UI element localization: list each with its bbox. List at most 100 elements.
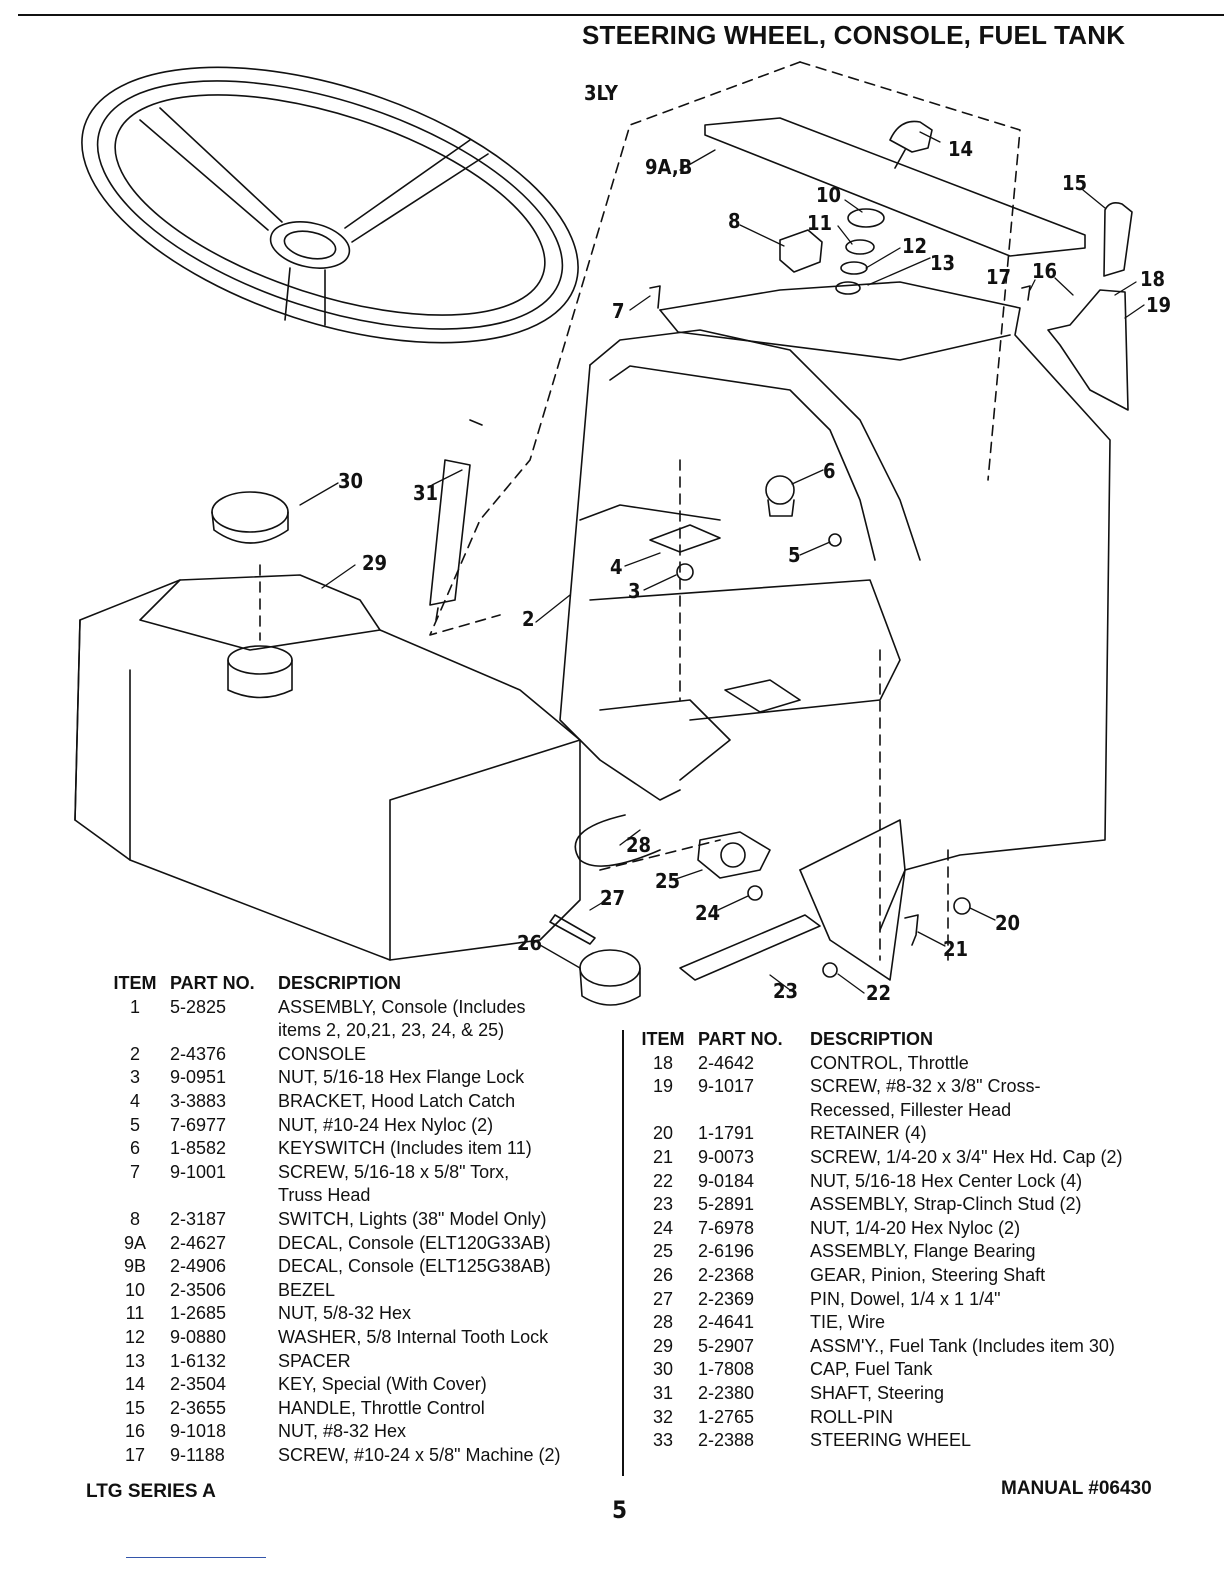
cell-description: SCREW, #8-32 x 3/8" Cross- <box>810 1076 1041 1097</box>
cell-description: SPACER <box>278 1350 351 1371</box>
cell-item: 9B <box>123 1256 147 1277</box>
cell-part-no: 7-6978 <box>698 1217 755 1238</box>
callout-9ab: 9A,B <box>645 155 692 179</box>
decal-drawing <box>704 117 1086 257</box>
callout-28: 28 <box>626 833 651 857</box>
cell-description: BRACKET, Hood Latch Catch <box>278 1090 516 1111</box>
table-row: items 2, 20,21, 23, 24, & 25) <box>100 1019 561 1043</box>
cell-item: 4 <box>129 1090 140 1111</box>
table-row: Recessed, Fillester Head <box>628 1099 1123 1123</box>
cell-description: ASSEMBLY, Console (Includes <box>278 996 526 1017</box>
cell-item: 1 <box>129 996 140 1017</box>
cell-part-no: 2-4642 <box>698 1052 755 1073</box>
page-title: STEERING WHEEL, CONSOLE, FUEL TANK <box>582 20 1126 50</box>
cell-description: Recessed, Fillester Head <box>810 1099 1012 1120</box>
parts-table-header: ITEM PART NO. DESCRIPTION <box>100 972 561 996</box>
callout-10: 10 <box>816 183 841 207</box>
leader-lines <box>299 131 1145 994</box>
callout-27: 27 <box>600 886 625 910</box>
cell-description: NUT, 5/8-32 Hex <box>278 1303 412 1324</box>
cell-part-no: 5-2907 <box>698 1335 755 1356</box>
cell-part-no: 2-3655 <box>170 1397 227 1418</box>
manual-number: MANUAL #06430 <box>1001 1478 1152 1499</box>
callout-2: 2 <box>522 607 535 631</box>
cell-description: BEZEL <box>278 1279 336 1300</box>
table-row: Truss Head <box>100 1184 561 1208</box>
cell-item: 22 <box>652 1170 674 1191</box>
cell-item <box>100 1019 170 1043</box>
table-row: 4 3-3883 BRACKET, Hood Latch Catch <box>100 1090 561 1114</box>
cell-part-no: 3-3883 <box>170 1090 227 1111</box>
page-number: 5 <box>612 1496 628 1524</box>
callout-17: 17 <box>986 265 1011 289</box>
cell-part-no <box>170 1184 278 1208</box>
column-separator <box>622 1030 624 1476</box>
cell-description: SCREW, 1/4-20 x 3/4" Hex Hd. Cap (2) <box>810 1146 1123 1167</box>
callout-5: 5 <box>788 543 801 567</box>
cell-item: 8 <box>129 1208 140 1229</box>
cell-part-no <box>698 1099 810 1123</box>
callout-24: 24 <box>695 901 720 925</box>
cell-item: 3 <box>129 1067 140 1088</box>
cell-part-no: 2-2368 <box>698 1264 755 1285</box>
cell-part-no: 9-0880 <box>170 1326 227 1347</box>
cell-item: 29 <box>652 1335 674 1356</box>
cell-part-no: 9-1188 <box>170 1444 225 1465</box>
callout-8: 8 <box>728 209 741 233</box>
header-part-no: PART NO. <box>698 1029 783 1049</box>
cell-part-no: 1-1791 <box>698 1123 755 1144</box>
cell-description: NUT, #8-32 Hex <box>278 1421 407 1442</box>
cell-item <box>100 1184 170 1208</box>
cell-item: 20 <box>652 1123 674 1144</box>
callout-25: 25 <box>655 869 680 893</box>
callout-7: 7 <box>612 299 625 323</box>
cell-description: ROLL-PIN <box>810 1406 894 1427</box>
console-drawing <box>559 281 1111 981</box>
cell-item: 16 <box>124 1421 146 1442</box>
cell-description: SCREW, 5/16-18 x 5/8" Torx, <box>278 1161 510 1182</box>
cell-item: 14 <box>124 1374 146 1395</box>
cell-description: NUT, 5/16-18 Hex Flange Lock <box>278 1067 525 1088</box>
cell-item: 12 <box>124 1326 146 1347</box>
cell-part-no: 7-6977 <box>170 1114 227 1135</box>
cell-item: 9A <box>123 1232 147 1253</box>
top-rule <box>18 14 1224 16</box>
callout-11: 11 <box>807 211 832 235</box>
callout-4: 4 <box>610 555 623 579</box>
cell-description: ASSEMBLY, Strap-Clinch Stud (2) <box>810 1194 1082 1215</box>
dashed-guides <box>259 61 1021 961</box>
callout-13: 13 <box>930 251 955 275</box>
cell-description: CAP, Fuel Tank <box>810 1359 933 1380</box>
cell-part-no <box>170 1019 278 1043</box>
cell-item: 31 <box>652 1382 674 1403</box>
cell-description: PIN, Dowel, 1/4 x 1 1/4" <box>810 1288 1001 1309</box>
callout-30: 30 <box>338 469 363 493</box>
cell-item: 13 <box>124 1350 146 1371</box>
cell-item: 33 <box>652 1430 674 1451</box>
cell-item: 23 <box>652 1194 674 1215</box>
exploded-parts-diagram: 3LY 14 9A,B 10 11 8 12 13 15 17 16 18 19… <box>74 61 1171 1006</box>
callout-12: 12 <box>902 234 927 258</box>
cell-part-no: 2-2380 <box>698 1382 755 1403</box>
